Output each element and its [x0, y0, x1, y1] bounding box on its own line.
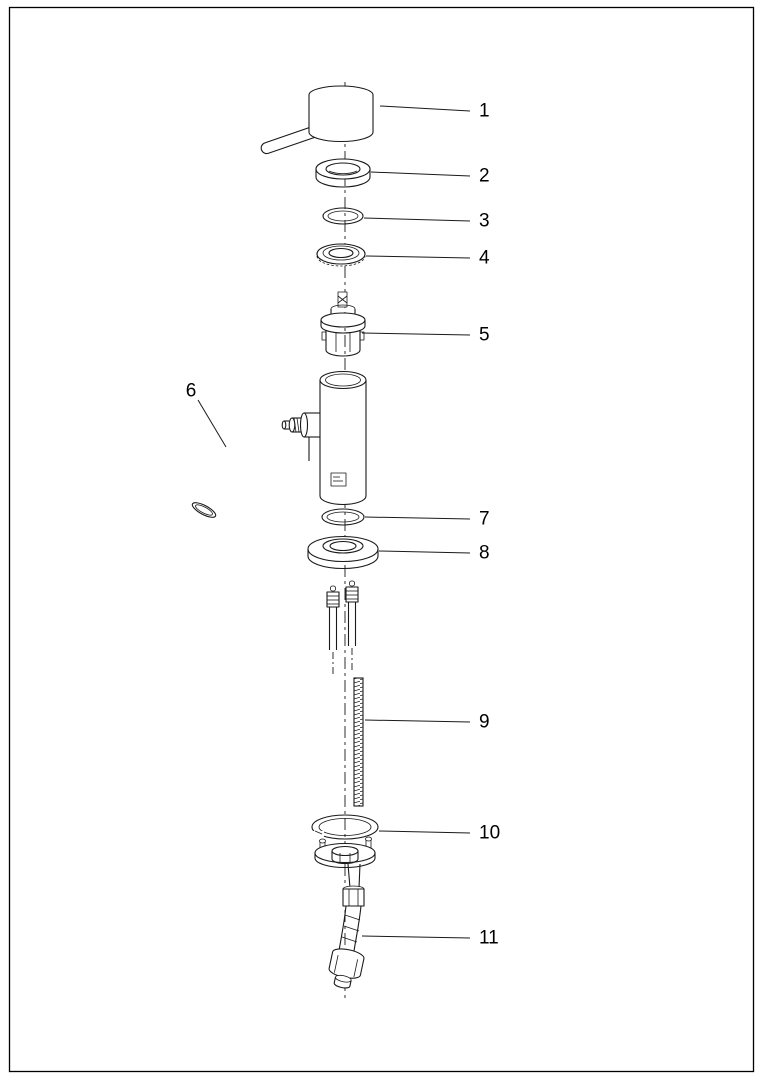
part-label-10: 10: [479, 823, 500, 844]
part-label-7: 7: [479, 509, 490, 530]
hose-end-nut: [328, 948, 365, 989]
part-label-3: 3: [479, 211, 490, 232]
leader-line-11: [361, 935, 471, 939]
leader-line-7: [364, 516, 471, 520]
leader-line-1: [379, 105, 471, 112]
leader-line-8: [378, 550, 471, 554]
part-label-11: 11: [479, 928, 499, 949]
part-spout: [191, 433, 312, 518]
part-threaded-rod: [353, 677, 364, 807]
leader-line-4: [365, 255, 471, 259]
part-label-1: 1: [479, 101, 490, 122]
part-mounting-assembly: [311, 814, 379, 869]
part-lever-handle: [260, 85, 374, 155]
part-label-8: 8: [479, 543, 490, 564]
hose-connector-left: [326, 585, 340, 674]
part-cartridge: [320, 291, 366, 357]
leader-line-10: [378, 830, 471, 834]
page-border: [8, 6, 755, 1073]
part-supply-hose: [328, 863, 365, 989]
leader-line-9: [364, 719, 471, 723]
side-connector: [281, 412, 320, 438]
leader-line-6: [197, 399, 227, 448]
part-o-ring-top: [322, 207, 364, 225]
part-label-2: 2: [479, 166, 490, 187]
hose-connectors: [326, 580, 359, 674]
leader-line-5: [361, 332, 471, 336]
body-label-sticker: [330, 472, 347, 487]
part-label-5: 5: [479, 325, 490, 346]
part-cap-ring: [315, 158, 371, 188]
faucet-body: [281, 370, 367, 506]
leader-line-3: [363, 217, 471, 222]
part-label-9: 9: [479, 712, 490, 733]
part-threaded-ring: [316, 243, 366, 267]
part-escutcheon: [307, 535, 379, 570]
part-o-ring-body: [321, 508, 365, 526]
leader-line-2: [370, 171, 471, 177]
part-label-4: 4: [479, 248, 490, 269]
part-label-6: 6: [186, 381, 197, 402]
hose-connector-right: [345, 580, 359, 670]
